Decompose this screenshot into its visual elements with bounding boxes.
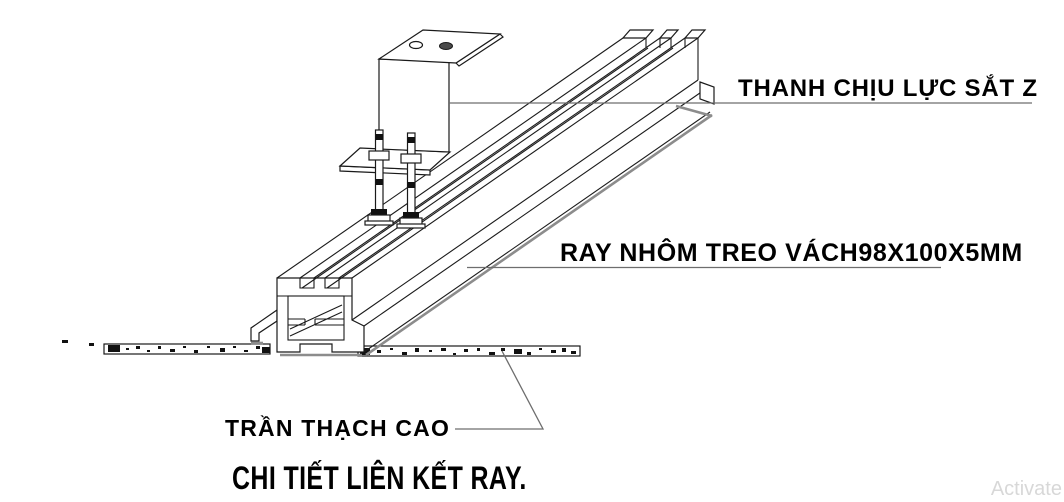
flange-hole-open xyxy=(408,40,424,50)
bolt-left xyxy=(364,129,394,226)
bolts xyxy=(364,129,426,229)
label-rail: RAY NHÔM TREO VÁCH98X100X5MM xyxy=(560,237,1023,267)
ceiling-board-right xyxy=(357,345,581,357)
rail-far-end xyxy=(621,29,715,118)
label-ceiling: TRẦN THẠCH CAO xyxy=(225,414,450,441)
label-z-bar: THANH CHỊU LỰC SẮT Z xyxy=(738,74,1038,102)
flange-hole-bolted xyxy=(439,42,453,50)
z-bracket xyxy=(338,29,504,176)
bolt-right xyxy=(396,132,426,229)
bracket-bottom-flange xyxy=(338,147,452,171)
drawing-title: CHI TIẾT LIÊN KẾT RAY. xyxy=(232,459,527,497)
leader-ceiling xyxy=(455,350,545,430)
aluminum-rail xyxy=(250,29,715,357)
gypsum-ceiling xyxy=(62,340,581,357)
activate-watermark: Activate xyxy=(991,478,1062,500)
leader-lines xyxy=(449,102,1032,430)
rail-left-angle xyxy=(250,308,278,342)
